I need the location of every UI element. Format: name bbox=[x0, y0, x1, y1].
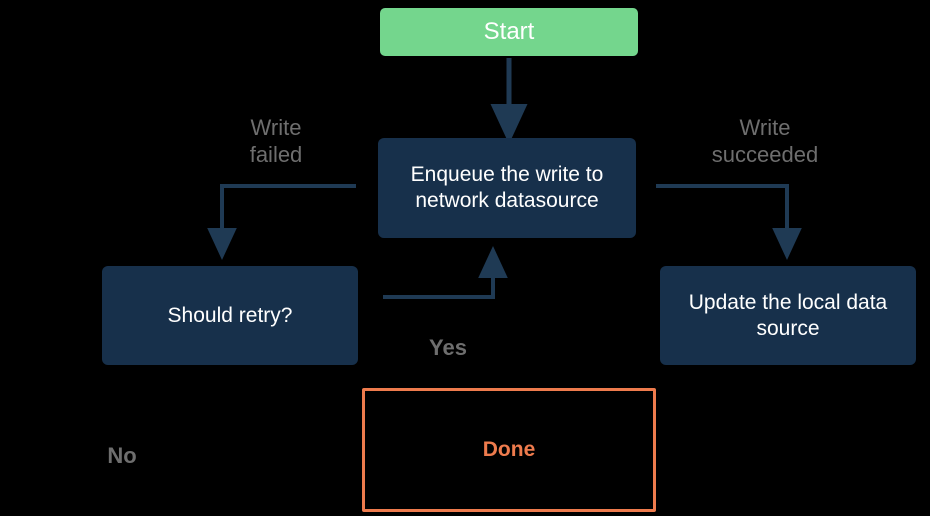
node-start[interactable]: Start bbox=[380, 8, 638, 56]
node-enqueue-write-label: Enqueue the write to network datasource bbox=[410, 163, 604, 212]
node-should-retry-label: Should retry? bbox=[167, 303, 293, 327]
edge-enqueue-to-update-local bbox=[656, 184, 802, 260]
edge-should-retry-yes-to-enqueue bbox=[383, 246, 508, 299]
node-start-label: Start bbox=[483, 18, 535, 46]
node-should-retry[interactable]: Should retry? bbox=[102, 266, 358, 365]
node-update-local-data-source[interactable]: Update the local data source bbox=[660, 266, 916, 365]
edge-enqueue-to-should-retry bbox=[207, 184, 356, 260]
edge-label-write-succeeded: Write succeeded bbox=[711, 115, 819, 167]
edge-label-write-failed: Write failed bbox=[249, 115, 303, 167]
node-done-label: Done bbox=[482, 438, 536, 462]
edge-label-no: No bbox=[107, 443, 137, 468]
edge-label-yes: Yes bbox=[429, 335, 467, 360]
node-update-local-data-source-label: Update the local data source bbox=[688, 290, 888, 340]
node-enqueue-write[interactable]: Enqueue the write to network datasource bbox=[378, 138, 636, 238]
node-done[interactable]: Done bbox=[362, 388, 656, 512]
